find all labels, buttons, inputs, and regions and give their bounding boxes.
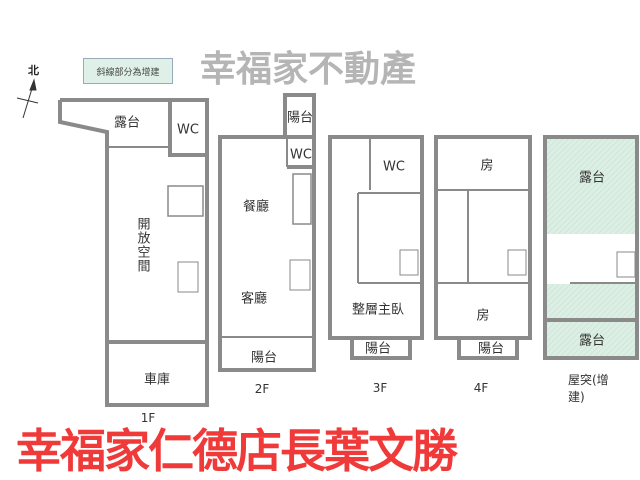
room-2f-living: 客廳 [240, 291, 268, 307]
room-1f-garage: 車庫 [143, 372, 171, 388]
watermark-agent: 幸福家仁德店長葉文勝 [16, 424, 458, 478]
room-1f-open-space: 開放空間 [134, 217, 150, 273]
floor-label-4f: 4F [473, 381, 489, 395]
floor-label-1f: 1F [140, 411, 156, 425]
room-2f-dining: 餐廳 [242, 199, 270, 215]
room-roof-terrace-bottom: 露台 [578, 333, 606, 349]
floor-label-3f: 3F [372, 381, 388, 395]
floor-3f [328, 135, 424, 360]
room-3f-balcony: 陽台 [364, 341, 392, 357]
floor-1f [58, 98, 209, 407]
watermark-grey: 幸福家不動產 [200, 49, 417, 90]
floor-label-2f: 2F [254, 382, 270, 396]
north-label: 北 [28, 64, 39, 77]
room-roof-terrace-top: 露台 [578, 170, 606, 186]
floor-label-roof: 屋突(增建) [568, 373, 609, 404]
floor-4f [434, 135, 532, 360]
room-4f-room-top: 房 [480, 158, 494, 174]
floor-roof [543, 135, 639, 360]
legend-addition-note: 斜線部分為增建 [83, 58, 173, 84]
room-2f-balcony: 陽台 [250, 350, 278, 366]
floor-2f [218, 93, 316, 372]
room-1f-wc: WC [177, 122, 199, 138]
room-4f-balcony: 陽台 [477, 341, 505, 357]
room-3f-master: 整層主臥 [351, 302, 405, 318]
room-4f-room-bottom: 房 [476, 308, 490, 324]
north-arrow-icon [16, 78, 39, 119]
room-1f-terrace: 露台 [113, 115, 141, 131]
room-3f-wc: WC [383, 159, 405, 175]
room-2f-wc: WC [290, 147, 312, 163]
room-2f-balcony-top: 陽台 [286, 110, 314, 126]
